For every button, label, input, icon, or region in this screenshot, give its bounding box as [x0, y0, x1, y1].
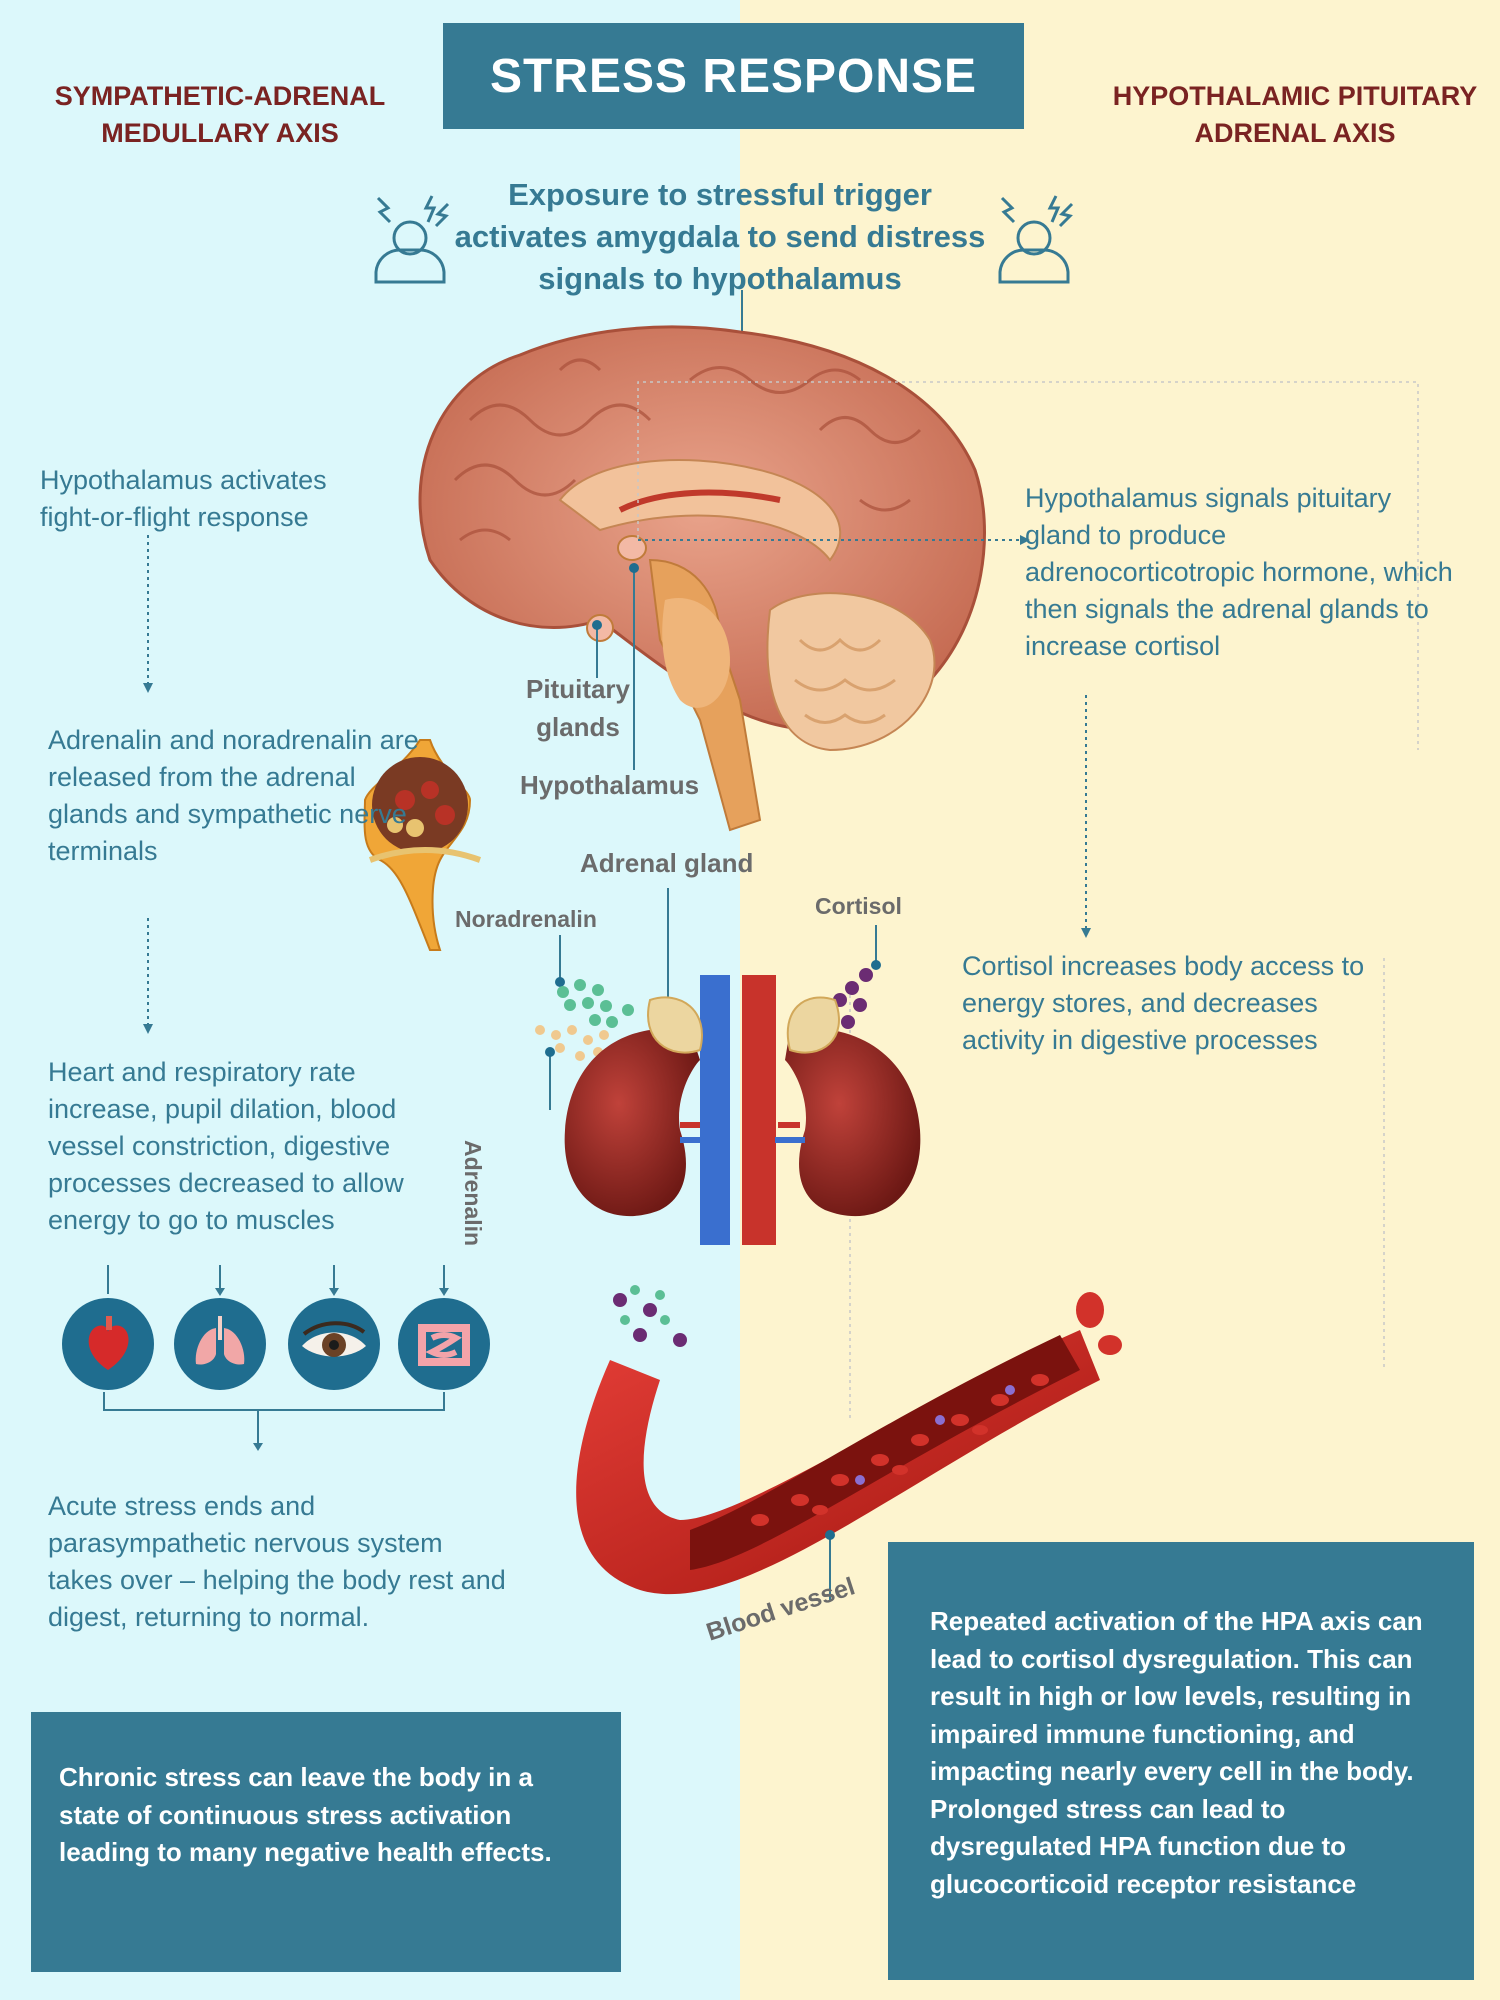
- left-step-3: Heart and respiratory rate increase, pup…: [48, 1057, 404, 1235]
- page-title: STRESS RESPONSE: [443, 23, 1024, 129]
- stressed-person-icon-left: [374, 195, 450, 284]
- intestine-icon: [398, 1298, 490, 1390]
- right-step-2: Cortisol increases body access to energy…: [962, 951, 1365, 1055]
- right-step-1: Hypothalamus signals pituitary gland to …: [1025, 483, 1453, 661]
- brain-illustration: [418, 325, 987, 832]
- stressed-person-icon-right: [998, 195, 1074, 284]
- kidneys-illustration: [564, 975, 921, 1245]
- noradrenalin-molecules: [557, 979, 634, 1028]
- synapse-illustration: [363, 739, 482, 951]
- hypothalamus-label: Hypothalamus: [520, 770, 700, 800]
- left-step-2: Adrenalin and noradrenalin are released …: [48, 725, 419, 866]
- hpa-dysregulation-box: Repeated activation of the HPA axis can …: [888, 1542, 1474, 1980]
- adrenalin-label: Adrenalin: [460, 1140, 486, 1247]
- heart-icon: [62, 1298, 154, 1390]
- cortisol-label: Cortisol: [815, 893, 902, 919]
- adrenal-gland-label: Adrenal gland: [580, 848, 754, 878]
- eye-icon: [288, 1298, 380, 1390]
- cortisol-molecules: [823, 968, 873, 1029]
- trigger-text: Exposure to stressful trigger activates …: [454, 177, 986, 296]
- pituitary-label: Pituitary glands: [525, 674, 631, 742]
- chronic-stress-box: Chronic stress can leave the body in a s…: [31, 1712, 621, 1972]
- blood-vessel-illustration: [576, 1285, 1122, 1595]
- right-axis-title: HYPOTHALAMIC PITUITARY ADRENAL AXIS: [1112, 81, 1478, 148]
- left-step-4: Acute stress ends and parasympathetic ne…: [48, 1491, 506, 1632]
- left-axis-title: SYMPATHETIC-ADRENAL MEDULLARY AXIS: [54, 81, 386, 148]
- left-step-1: Hypothalamus activates fight-or-flight r…: [40, 465, 327, 532]
- noradrenalin-label: Noradrenalin: [455, 906, 597, 932]
- lungs-icon: [174, 1298, 266, 1390]
